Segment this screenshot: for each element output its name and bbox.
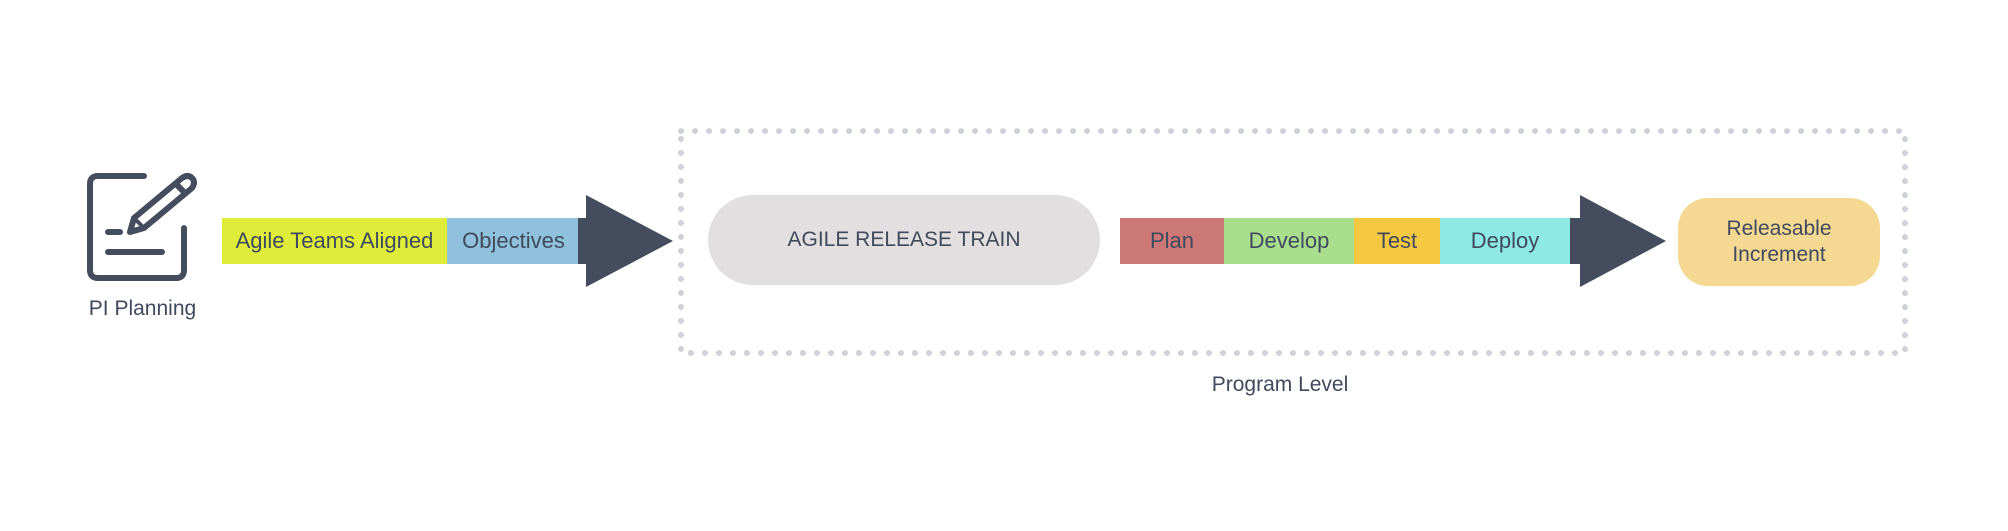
- releasable-increment-line2: Increment: [1732, 243, 1826, 266]
- arrow-head: [1570, 195, 1666, 287]
- arrow-head: [586, 195, 673, 287]
- segment-deploy: Deploy: [1440, 218, 1570, 264]
- pi-planning-icon: [84, 170, 204, 285]
- segment-test: Test: [1354, 218, 1440, 264]
- agile-release-train: AGILE RELEASE TRAIN: [708, 195, 1100, 285]
- segment-plan: Plan: [1120, 218, 1224, 264]
- releasable-increment-line1: Releasable: [1726, 217, 1832, 240]
- releasable-increment: Releasable Increment: [1678, 198, 1880, 286]
- segment-objectives: Objectives: [447, 218, 580, 264]
- segment-agile-teams-aligned: Agile Teams Aligned: [222, 218, 447, 264]
- pi-planning-label: PI Planning: [88, 297, 197, 320]
- program-level-box: [678, 128, 1908, 356]
- program-level-label: Program Level: [1211, 373, 1349, 396]
- segment-develop: Develop: [1224, 218, 1354, 264]
